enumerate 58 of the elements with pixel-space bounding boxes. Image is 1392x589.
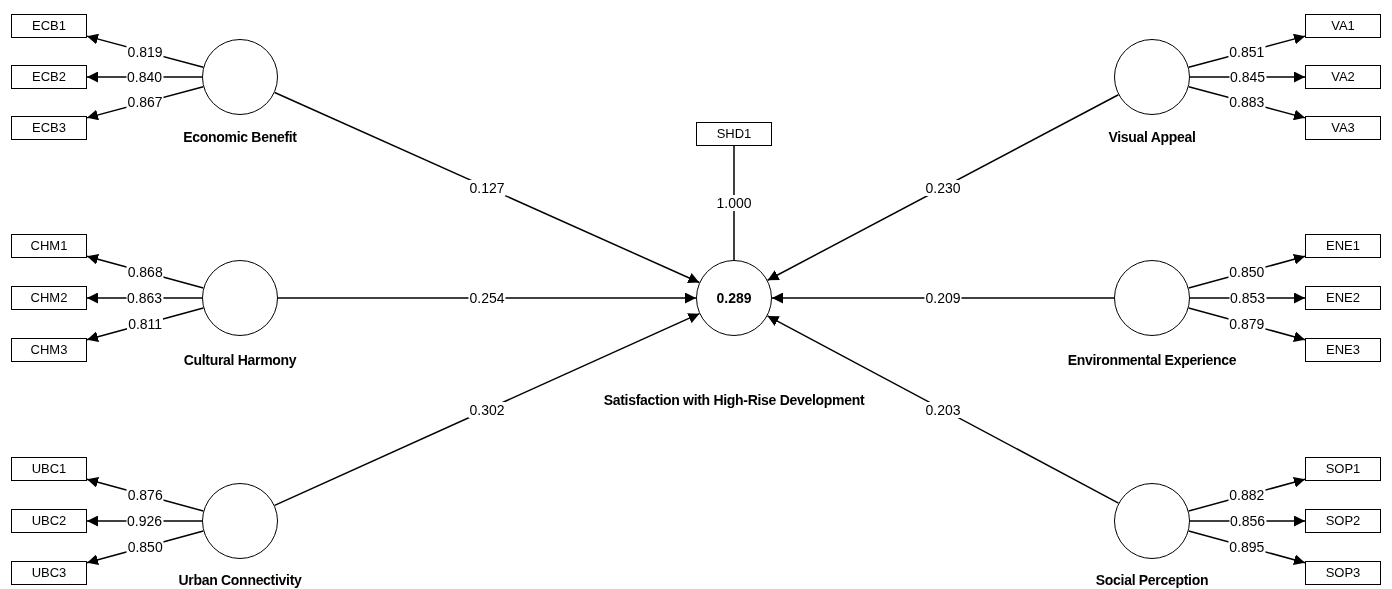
edge-label: 0.845: [1229, 69, 1266, 85]
edge-label: 0.127: [468, 179, 506, 196]
indicator-box: VA3: [1305, 116, 1381, 140]
construct-label: Visual Appeal: [1108, 127, 1196, 147]
construct-label: Satisfaction with High-Rise Development: [603, 390, 865, 410]
edge-label: 0.926: [126, 513, 163, 529]
construct-label: Urban Connectivity: [178, 570, 302, 589]
edge-label: 0.883: [1228, 94, 1266, 111]
arrow: [277, 292, 697, 304]
edge-label: 0.850: [126, 538, 164, 555]
indicator-box: VA2: [1305, 65, 1381, 89]
edge-label: 0.853: [1229, 290, 1266, 306]
arrow: [273, 312, 701, 507]
indicator-box: ECB1: [11, 14, 87, 38]
edge-label: 0.811: [127, 315, 164, 332]
indicator-box: ENE3: [1305, 338, 1381, 362]
edge-label: 0.882: [1228, 487, 1266, 504]
arrow: [766, 94, 1120, 281]
edge-label: 0.209: [924, 290, 962, 306]
indicator-box: ENE1: [1305, 234, 1381, 258]
construct-label: Economic Benefit: [183, 127, 297, 147]
edge-label: 0.863: [126, 290, 163, 306]
indicator-box: ENE2: [1305, 286, 1381, 310]
edge-label: 0.840: [126, 69, 163, 85]
indicator-box: UBC3: [11, 561, 87, 585]
edge-label: 0.254: [468, 290, 506, 306]
edge-label: 0.856: [1229, 513, 1266, 529]
indicator-box: CHM2: [11, 286, 87, 310]
construct-label: Cultural Harmony: [183, 350, 297, 370]
arrow: [766, 315, 1120, 504]
edge-label: 0.876: [126, 487, 164, 504]
construct-label: Social Perception: [1095, 570, 1209, 589]
edge-label: 0.230: [924, 179, 962, 196]
edge-label: 0.819: [126, 43, 164, 60]
construct-label: Environmental Experience: [1067, 350, 1237, 370]
edge-label: 1.000: [715, 195, 753, 211]
edge-label: 0.302: [468, 401, 506, 418]
indicator-box: ECB3: [11, 116, 87, 140]
indicator-box: CHM3: [11, 338, 87, 362]
indicator-box: SOP1: [1305, 457, 1381, 481]
edge-label: 0.850: [1228, 264, 1266, 281]
arrow: [273, 91, 701, 284]
arrow: [771, 292, 1115, 304]
indicator-box: UBC1: [11, 457, 87, 481]
indicator-box: UBC2: [11, 509, 87, 533]
edge-label: 0.203: [924, 401, 962, 418]
indicator-box: CHM1: [11, 234, 87, 258]
indicator-box: SHD1: [696, 122, 772, 146]
edge-label: 0.851: [1228, 43, 1266, 60]
indicator-box: ECB2: [11, 65, 87, 89]
r-squared-value: 0.289: [716, 288, 752, 308]
indicator-box: VA1: [1305, 14, 1381, 38]
edge-label: 0.867: [126, 94, 164, 111]
edge-label: 0.868: [126, 264, 164, 281]
indicator-box: SOP3: [1305, 561, 1381, 585]
indicator-box: SOP2: [1305, 509, 1381, 533]
edge-label: 0.895: [1228, 538, 1266, 555]
edge-label: 0.879: [1228, 315, 1266, 332]
